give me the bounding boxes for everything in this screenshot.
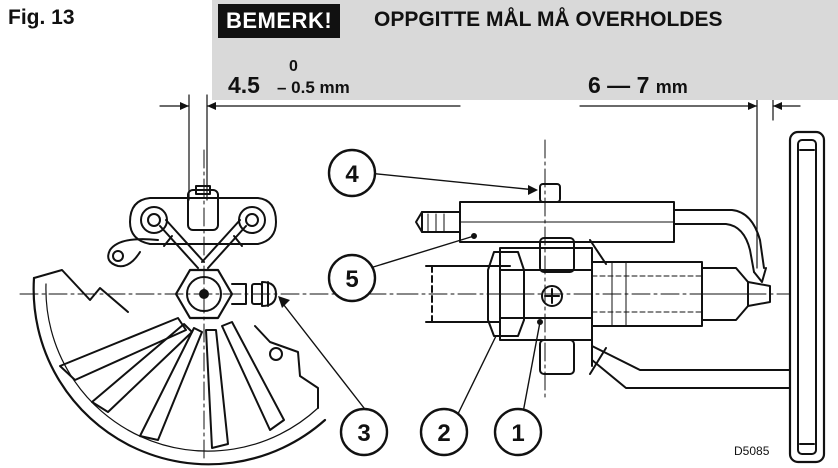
callout-5: 5 [345,266,358,293]
dimension-right-range: 6 — 7 [588,72,650,98]
callout-1: 1 [511,420,524,447]
drawing-code: D5085 [734,444,770,458]
dimension-right: 6 — 7 mm [588,72,688,99]
side-view [399,94,826,464]
callout-circles [327,148,543,457]
notice-badge: BEMERK! [218,4,341,38]
callout-4: 4 [345,161,359,188]
callout-2: 2 [437,420,450,447]
callout-leaders [278,172,541,419]
notice-text: OPPGITTE MÅL MÅ OVERHOLDES [374,8,723,31]
front-view [19,94,461,466]
dimension-left-upper-tolerance: 0 [289,58,298,75]
dimension-left-lower-tolerance: – 0.5 mm [277,78,350,97]
figure-label: Fig. 13 [8,6,75,29]
callout-3: 3 [357,420,370,447]
dimension-left-nominal: 4.5 [228,72,260,98]
dimension-right-unit: mm [655,77,688,97]
